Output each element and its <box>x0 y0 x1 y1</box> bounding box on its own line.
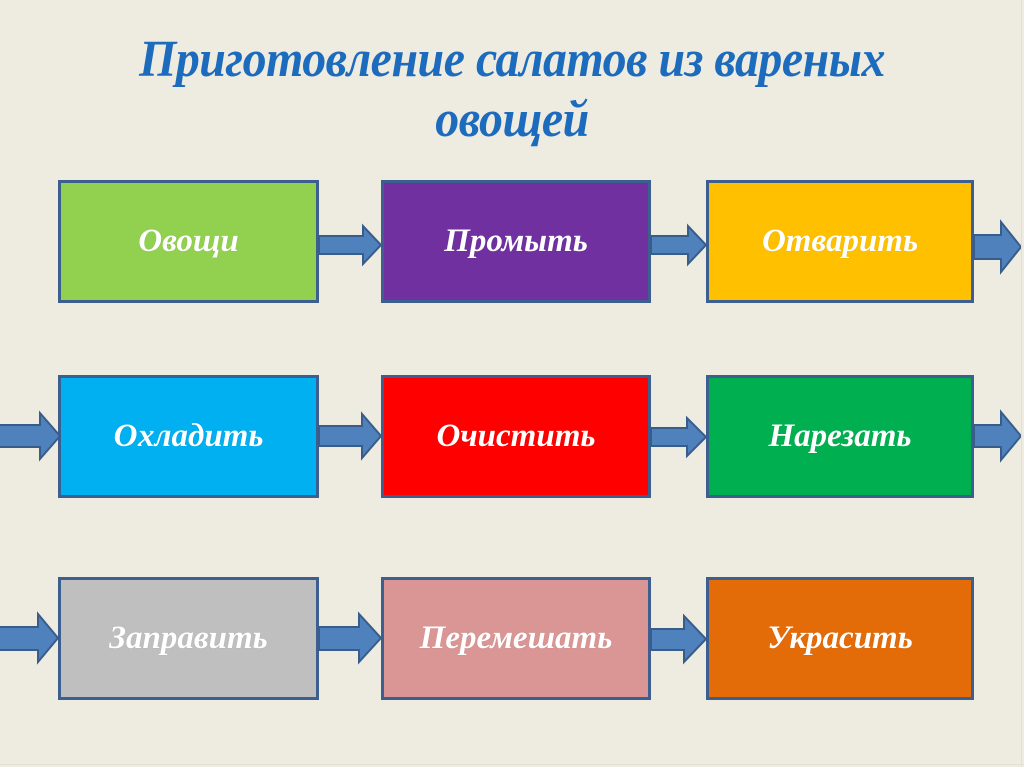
step-label: Отварить <box>761 223 919 259</box>
slide-title: Приготовление салатов из вареных овощей <box>41 30 983 150</box>
title-line-2: овощей <box>435 91 589 148</box>
step-box-zapravit: Заправить <box>58 577 319 700</box>
step-box-ukrasit: Украсить <box>706 577 974 700</box>
step-box-narezat: Нарезать <box>706 375 974 498</box>
step-label: Очистить <box>436 418 596 454</box>
arrow-right-icon <box>318 411 383 461</box>
arrow-right-icon <box>650 613 708 665</box>
step-box-ovoshchi: Овощи <box>58 180 319 303</box>
step-box-okhladit: Охладить <box>58 375 319 498</box>
title-line-1: Приготовление салатов из вареных <box>139 31 885 88</box>
arrow-right-icon <box>650 415 708 459</box>
step-box-promyt: Промыть <box>381 180 651 303</box>
slide-edge-bottom <box>0 764 1024 765</box>
step-label: Нарезать <box>768 418 912 454</box>
step-box-otvarit: Отварить <box>706 180 974 303</box>
step-label: Перемешать <box>419 620 613 656</box>
slide-edge-right <box>1021 0 1022 767</box>
arrow-right-icon <box>650 223 708 267</box>
arrow-right-icon <box>318 223 383 267</box>
arrow-right-icon <box>0 611 60 665</box>
step-label: Украсить <box>767 620 913 656</box>
arrow-right-icon <box>318 611 383 665</box>
step-label: Промыть <box>444 223 588 259</box>
step-box-ochistit: Очистить <box>381 375 651 498</box>
arrow-right-icon <box>973 219 1023 275</box>
step-box-peremeshat: Перемешать <box>381 577 651 700</box>
step-label: Овощи <box>138 223 239 259</box>
arrow-right-icon <box>0 410 62 462</box>
step-label: Заправить <box>109 620 268 656</box>
step-label: Охладить <box>113 418 264 454</box>
arrow-right-icon <box>973 409 1023 463</box>
